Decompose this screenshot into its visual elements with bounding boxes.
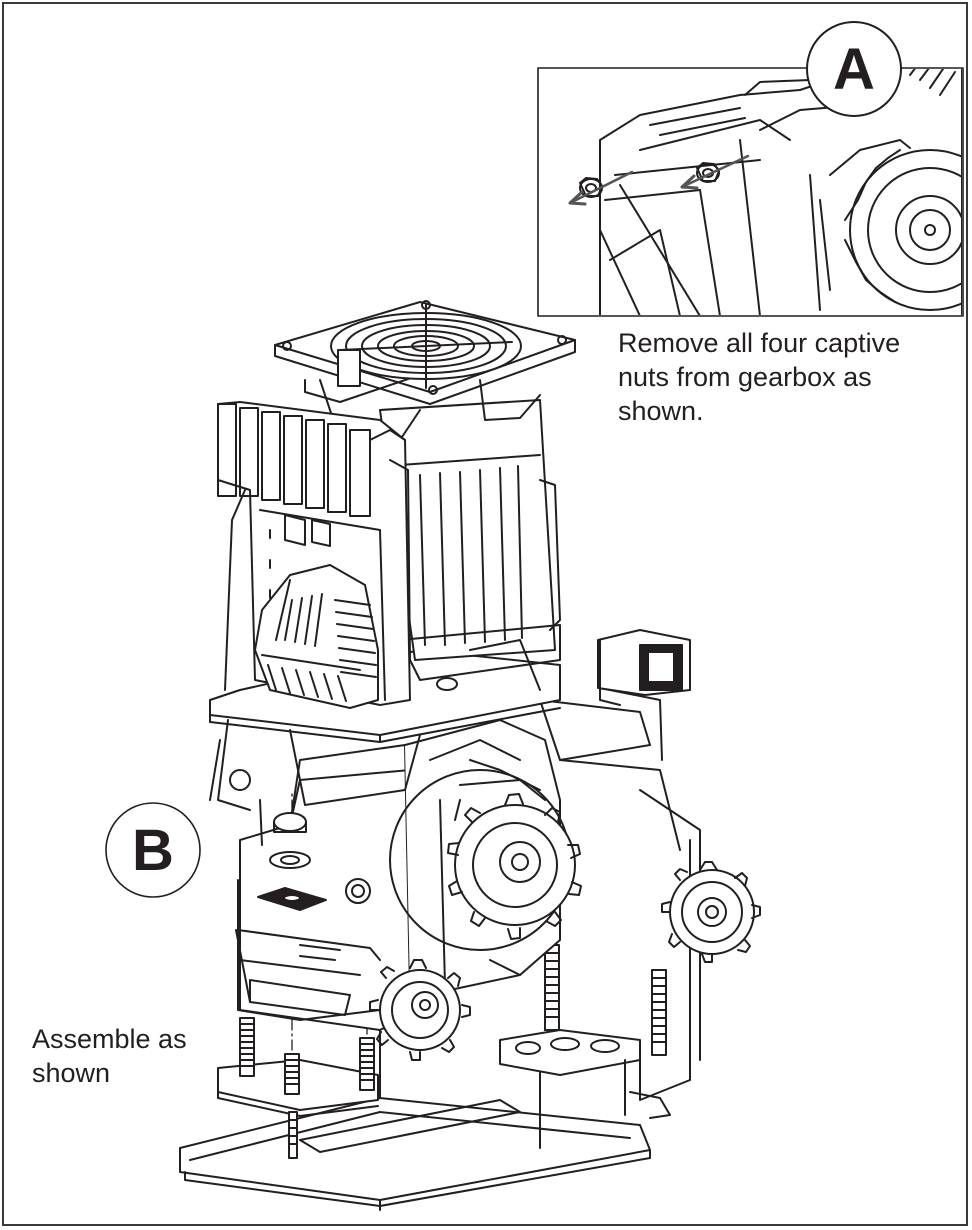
callout-label-a: A — [833, 36, 875, 102]
limit-switch-box — [597, 629, 691, 706]
operator-assembly — [179, 300, 761, 1211]
spring-center — [544, 944, 560, 1031]
base-plate — [179, 1091, 671, 1211]
threaded-stud-2 — [284, 1053, 300, 1159]
sprocket-lower — [369, 959, 471, 1061]
hex-nut — [273, 812, 307, 832]
caption-remove-nuts: Remove all four captive nuts from gearbo… — [618, 328, 901, 426]
callout-label-b: B — [132, 817, 174, 883]
motor-body — [379, 399, 561, 691]
callout-circle-b — [105, 802, 201, 898]
threaded-stud-1 — [239, 1017, 255, 1077]
caption-assemble: Assemble as shown — [32, 1024, 187, 1088]
terminal-cover — [254, 564, 379, 709]
sprocket-main — [447, 793, 582, 940]
removal-arrow-right — [680, 154, 750, 190]
threaded-stud-3 — [359, 1037, 375, 1091]
removal-arrow-left — [568, 170, 634, 206]
callout-circle-a — [806, 21, 902, 117]
spring-washer — [269, 851, 311, 869]
inset-sprocket — [809, 139, 962, 311]
spring-right — [651, 969, 667, 1056]
cooling-fan — [274, 300, 576, 441]
detail-inset-a — [537, 67, 964, 317]
sprocket-right — [661, 861, 761, 963]
